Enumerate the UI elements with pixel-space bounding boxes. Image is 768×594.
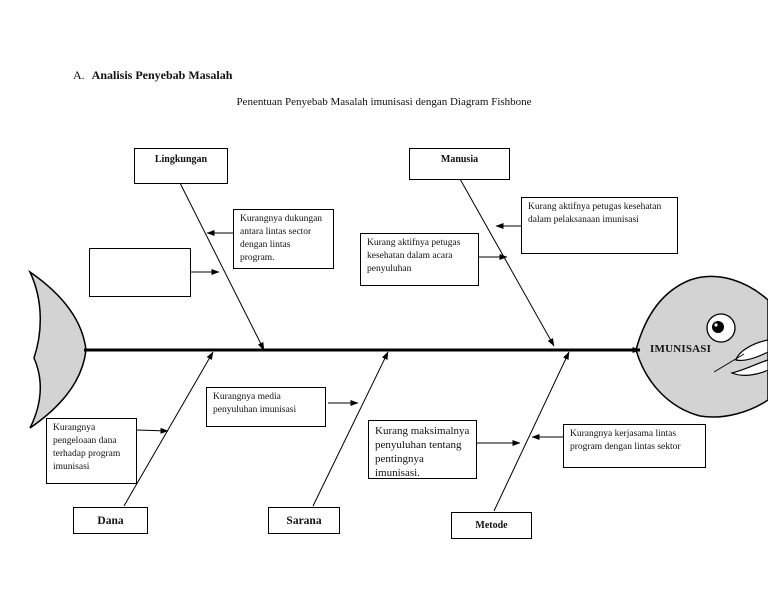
category-metode: Metode (451, 512, 532, 539)
cause-lingkungan-1: Kurangnya dukungan antara lintas sector … (233, 209, 334, 269)
cause-manusia-2: Kurang aktifnya petugas kesehatan dalam … (360, 233, 479, 286)
bone-dana (123, 351, 214, 507)
diagram-subtitle: Penentuan Penyebab Masalah imunisasi den… (236, 96, 532, 108)
effect-label: IMUNISASI (650, 343, 712, 355)
category-sarana: Sarana (268, 507, 340, 534)
cause-dana-1: Kurangnya pengeloaan dana terhadap progr… (46, 418, 137, 484)
section-heading: A. Analisis Penyebab Masalah (73, 68, 232, 83)
fish-eye-icon (706, 313, 736, 343)
cause-manusia-1: Kurang aktifnya petugas kesehatan dalam … (521, 197, 678, 254)
bone-metode (493, 351, 570, 512)
category-dana: Dana (73, 507, 148, 534)
fish-tail (28, 269, 87, 429)
bone-lingkungan (179, 182, 265, 351)
bone-sarana (312, 351, 389, 507)
category-manusia: Manusia (409, 148, 510, 180)
category-lingkungan: Lingkungan (134, 148, 228, 184)
fish-gill (713, 353, 745, 373)
cause-metode-1: Kurang maksimalnya penyuluhan tentang pe… (368, 420, 477, 479)
fish-mouth (730, 339, 768, 376)
arrow-dana-1 (136, 427, 169, 434)
fish-head (635, 275, 768, 418)
cause-metode-2: Kurangnya kerjasama lintas program denga… (563, 424, 706, 468)
section-number: A. (73, 68, 85, 82)
section-title: Analisis Penyebab Masalah (91, 68, 233, 82)
bone-manusia (459, 178, 555, 347)
cause-sarana-1: Kurangnya media penyuluhan imunisasi (206, 387, 326, 427)
cause-lingkungan-2 (89, 248, 191, 297)
